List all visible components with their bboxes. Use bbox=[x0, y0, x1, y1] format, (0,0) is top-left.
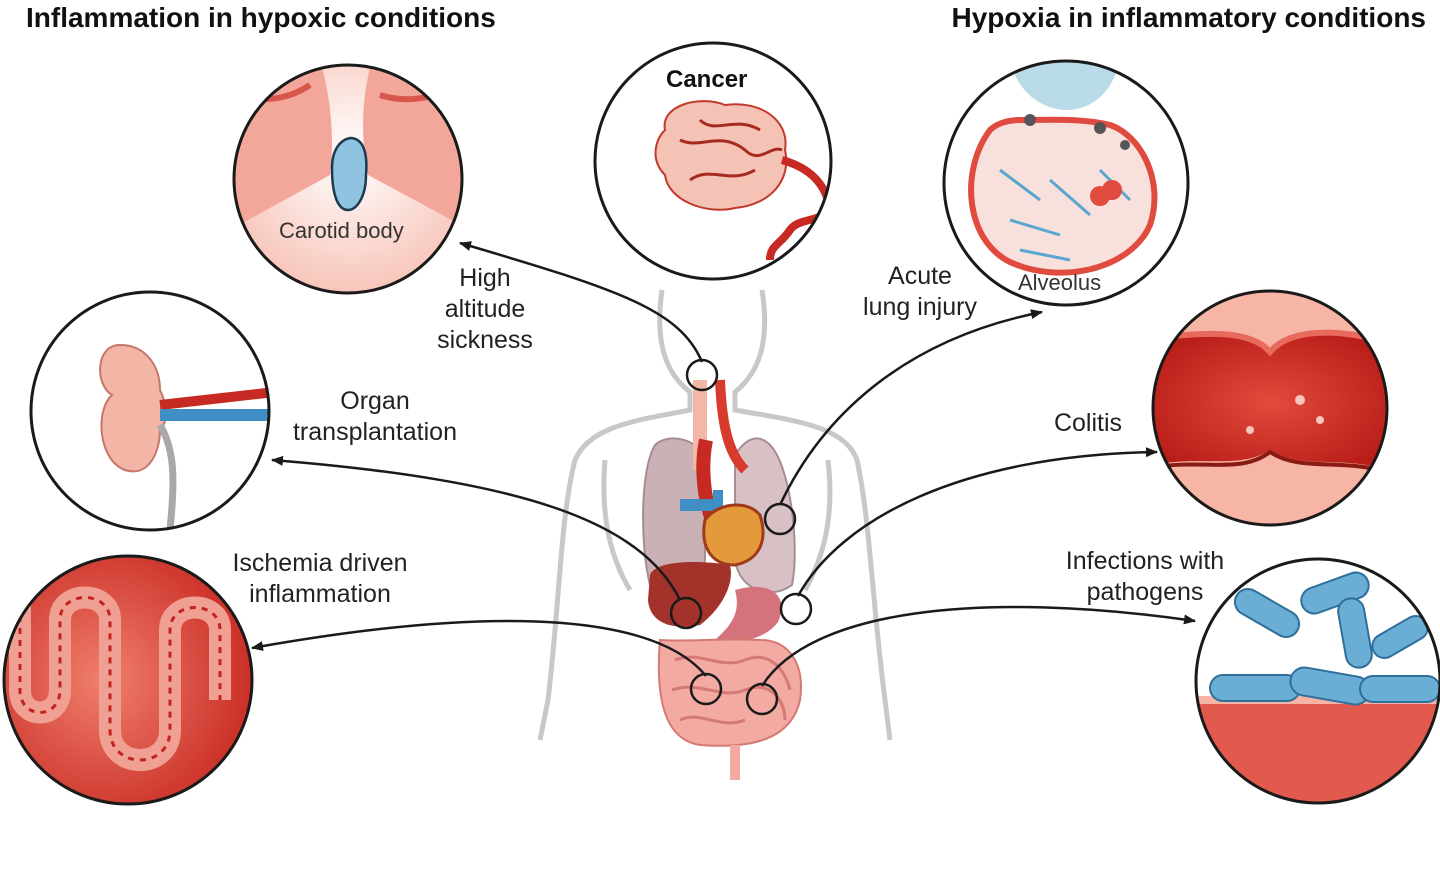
acute-lung-injury-label: Acute lung injury bbox=[863, 262, 977, 321]
alveolus-label: Alveolus bbox=[1018, 270, 1102, 295]
human-body-outline bbox=[537, 289, 893, 741]
alveolus-illustration bbox=[942, 59, 1190, 307]
colitis-illustration bbox=[1151, 289, 1389, 527]
arrow-colitis bbox=[796, 447, 1158, 597]
arrow-infections bbox=[760, 605, 1196, 687]
ischemia-illustration bbox=[2, 554, 254, 806]
cancer-illustration bbox=[593, 41, 833, 281]
heading-right: Hypoxia in inflammatory conditions bbox=[951, 2, 1426, 33]
infections-label: Infections with pathogens bbox=[1065, 547, 1225, 606]
arrows bbox=[251, 241, 1196, 687]
carotid-body-label: Carotid body bbox=[279, 218, 404, 243]
arrow-acute-lung bbox=[778, 309, 1043, 506]
cancer-label: Cancer bbox=[666, 66, 748, 93]
colitis-label: Colitis bbox=[1053, 409, 1123, 437]
arrow-organ-transplantation bbox=[271, 455, 682, 601]
arrow-ischemia bbox=[251, 619, 707, 677]
internal-organs bbox=[642, 379, 802, 780]
high-altitude-sickness-label: High altitude sickness bbox=[437, 264, 533, 354]
organ-transplantation-label: Organ transplantation bbox=[292, 387, 457, 446]
heading-left: Inflammation in hypoxic conditions bbox=[26, 2, 496, 33]
kidney-illustration bbox=[29, 290, 271, 532]
arrow-high-altitude bbox=[459, 241, 704, 363]
ischemia-label: Ischemia driven inflammation bbox=[232, 549, 408, 608]
